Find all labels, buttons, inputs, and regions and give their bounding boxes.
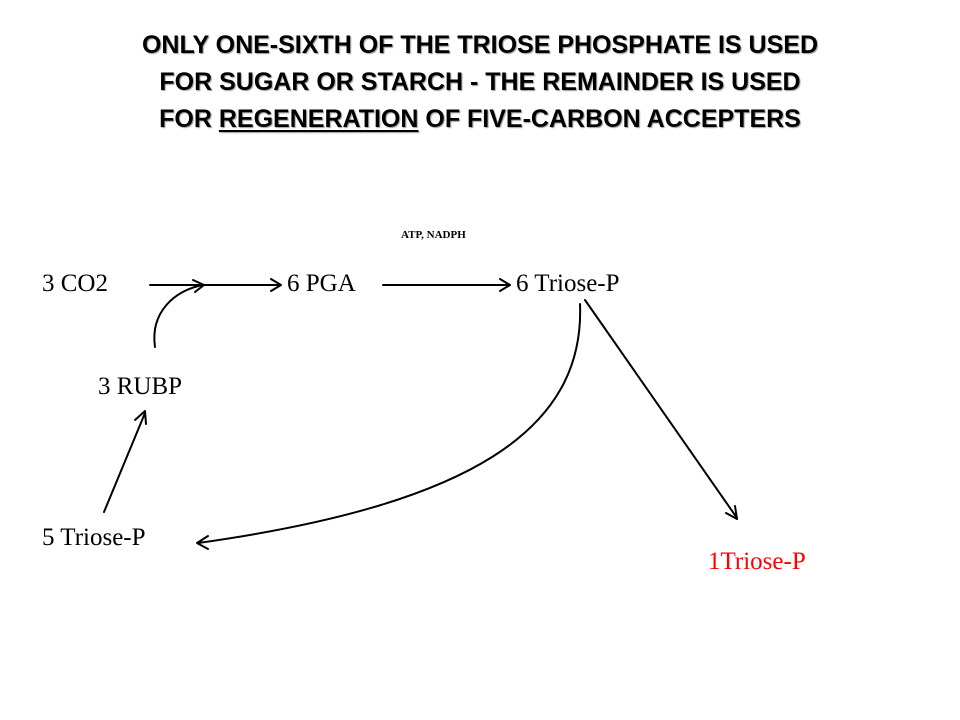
node-3-rubp: 3 RUBP [98, 373, 183, 400]
node-6-pga: 6 PGA [287, 270, 356, 297]
slide-title: ONLY ONE-SIXTH OF THE TRIOSE PHOSPHATE I… [0, 27, 960, 138]
title-line-1: ONLY ONE-SIXTH OF THE TRIOSE PHOSPHATE I… [141, 31, 819, 59]
title-line-3-start: FOR [159, 105, 219, 133]
node-5-triose-p: 5 Triose-P [42, 524, 146, 551]
arrow-rubp-curve-to-co2-arrow [153, 279, 205, 348]
node-1-triose-p: 1Triose-P [708, 548, 806, 575]
title-regeneration-underlined: REGENERATION [218, 105, 419, 133]
title-line-3: FOR REGENERATION OF FIVE-CARBON ACCEPTER… [0, 101, 960, 138]
arrow-triose6-curve-to-triose5 [196, 303, 582, 550]
cofactors-label: ATP, NADPH [401, 229, 466, 241]
title-line-2: FOR SUGAR OR STARCH - THE REMAINDER IS U… [159, 68, 801, 96]
arrow-triose5-to-rubp [103, 410, 147, 513]
arrow-pga-to-triose6 [382, 278, 511, 292]
node-3-co2: 3 CO2 [42, 270, 108, 297]
arrow-triose6-to-triose1 [584, 299, 738, 520]
title-line-3-end: OF FIVE-CARBON ACCEPTERS [418, 105, 801, 133]
node-6-triose-p: 6 Triose-P [516, 270, 620, 297]
arrow-co2-to-pga [149, 278, 282, 292]
